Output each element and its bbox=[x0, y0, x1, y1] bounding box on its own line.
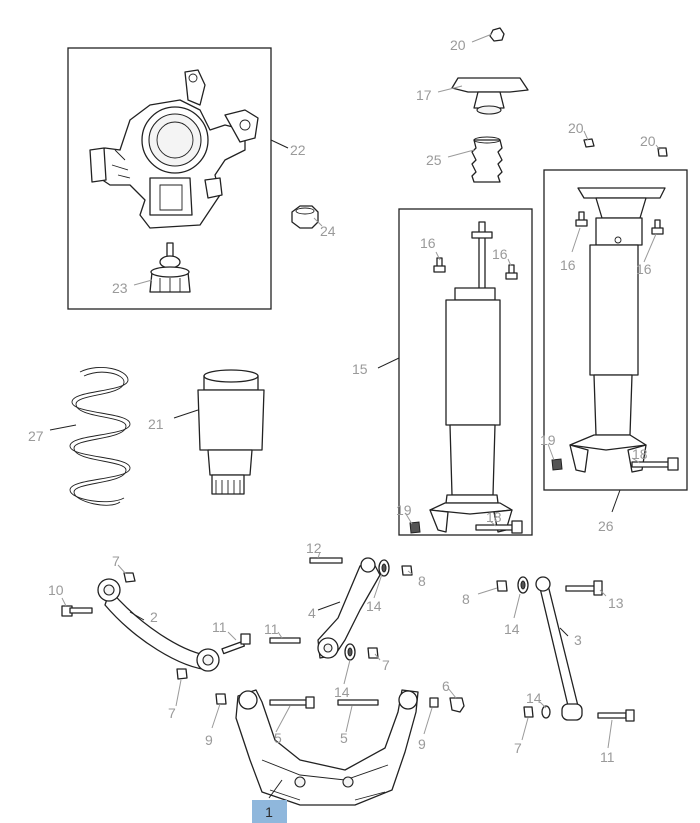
callout-9b: 9 bbox=[418, 736, 426, 752]
steering-knuckle-drawing bbox=[89, 69, 259, 229]
callout-7c: 7 bbox=[382, 657, 390, 673]
knuckle-group-frame bbox=[67, 47, 272, 310]
bolt-16-strut-left bbox=[575, 211, 588, 227]
nut-20-right-a bbox=[583, 138, 595, 148]
air-strut-drawing bbox=[569, 187, 666, 473]
callout-22: 22 bbox=[290, 142, 306, 158]
callout-16c: 16 bbox=[560, 257, 576, 273]
callout-17: 17 bbox=[416, 87, 432, 103]
callout-12: 12 bbox=[306, 540, 322, 556]
washer-14-a bbox=[378, 559, 390, 577]
callout-16d: 16 bbox=[636, 261, 652, 277]
callout-24: 24 bbox=[320, 223, 336, 239]
bolt-10 bbox=[61, 605, 93, 617]
callout-15: 15 bbox=[352, 361, 368, 377]
callout-2: 2 bbox=[150, 609, 158, 625]
bolt-16-shock-right bbox=[505, 264, 518, 280]
nut-7-d bbox=[523, 706, 534, 718]
washer-14-b bbox=[344, 643, 356, 661]
callout-14c: 14 bbox=[504, 621, 520, 637]
callout-11b: 11 bbox=[264, 621, 279, 637]
nut-19-strut bbox=[551, 458, 563, 471]
callout-labels: 1 2 3 4 5 5 6 7 7 7 7 8 8 9 9 10 11 11 1… bbox=[28, 37, 656, 820]
callout-13: 13 bbox=[608, 595, 624, 611]
callout-21: 21 bbox=[148, 416, 164, 432]
callout-14a: 14 bbox=[366, 598, 382, 614]
callout-5a: 5 bbox=[274, 730, 282, 746]
callout-3: 3 bbox=[574, 632, 582, 648]
bolt-11-b bbox=[269, 637, 301, 644]
bolt-11-a bbox=[221, 633, 251, 655]
callout-6: 6 bbox=[442, 678, 450, 694]
nut-7-a bbox=[123, 572, 136, 583]
upper-strut-mount-drawing bbox=[451, 77, 529, 115]
callout-8a: 8 bbox=[418, 573, 426, 589]
cap-6 bbox=[449, 697, 465, 713]
callout-10: 10 bbox=[48, 582, 64, 598]
nut-20-top bbox=[489, 27, 505, 42]
lateral-link-2-drawing bbox=[97, 578, 220, 672]
bolt-13 bbox=[565, 580, 603, 596]
nut-19-shock bbox=[409, 521, 421, 534]
bump-stop-drawing bbox=[471, 136, 503, 183]
callout-8b: 8 bbox=[462, 591, 470, 607]
bolt-18-strut bbox=[631, 457, 679, 471]
callout-20b: 20 bbox=[568, 120, 584, 136]
callout-18a: 18 bbox=[486, 509, 502, 525]
nut-7-b bbox=[176, 668, 188, 680]
callout-11a: 11 bbox=[212, 619, 227, 635]
callout-9a: 9 bbox=[205, 732, 213, 748]
callout-16a: 16 bbox=[420, 235, 436, 251]
lateral-link-3-drawing bbox=[535, 576, 583, 721]
washer-14-c bbox=[517, 576, 529, 594]
highlight-box-1 bbox=[252, 800, 287, 823]
callout-1: 1 bbox=[265, 804, 273, 820]
callout-20a: 20 bbox=[450, 37, 466, 53]
air-strut-frame bbox=[543, 169, 688, 491]
callout-16b: 16 bbox=[492, 246, 508, 262]
leader-lines bbox=[49, 33, 661, 799]
callout-11c: 11 bbox=[600, 749, 615, 765]
callout-7d: 7 bbox=[514, 740, 522, 756]
callout-18b: 18 bbox=[632, 446, 648, 462]
callout-14d: 14 bbox=[526, 690, 542, 706]
callout-27: 27 bbox=[28, 428, 44, 444]
callout-5b: 5 bbox=[340, 730, 348, 746]
shock-absorber-drawing bbox=[429, 221, 513, 533]
control-arm-4-drawing bbox=[317, 557, 381, 659]
bolt-11-c bbox=[597, 709, 635, 722]
nut-9-b bbox=[429, 697, 439, 708]
callout-19a: 19 bbox=[396, 502, 412, 518]
ball-joint-drawing bbox=[149, 242, 191, 293]
callout-20c: 20 bbox=[640, 133, 656, 149]
callout-26: 26 bbox=[598, 518, 614, 534]
callout-4: 4 bbox=[308, 605, 316, 621]
nut-8-a bbox=[401, 565, 413, 576]
hub-nut-drawing bbox=[291, 205, 319, 229]
callout-19b: 19 bbox=[540, 432, 556, 448]
bolt-16-strut-right bbox=[651, 219, 664, 235]
shock-absorber-frame bbox=[398, 208, 533, 536]
callout-7b: 7 bbox=[168, 705, 176, 721]
nut-9-a bbox=[215, 693, 227, 705]
lower-cradle-drawing bbox=[235, 689, 419, 806]
callout-14b: 14 bbox=[334, 684, 350, 700]
callout-7a: 7 bbox=[112, 553, 120, 569]
coil-spring-drawing bbox=[69, 367, 131, 506]
nut-8-b bbox=[496, 580, 508, 592]
bolt-5-a bbox=[269, 696, 315, 709]
nut-20-right-b bbox=[657, 147, 668, 157]
washer-14-d bbox=[541, 705, 551, 719]
bolt-12 bbox=[309, 557, 343, 564]
air-spring-drawing bbox=[197, 369, 265, 495]
bolt-5-b bbox=[337, 699, 379, 706]
callout-25: 25 bbox=[426, 152, 442, 168]
callout-23: 23 bbox=[112, 280, 128, 296]
